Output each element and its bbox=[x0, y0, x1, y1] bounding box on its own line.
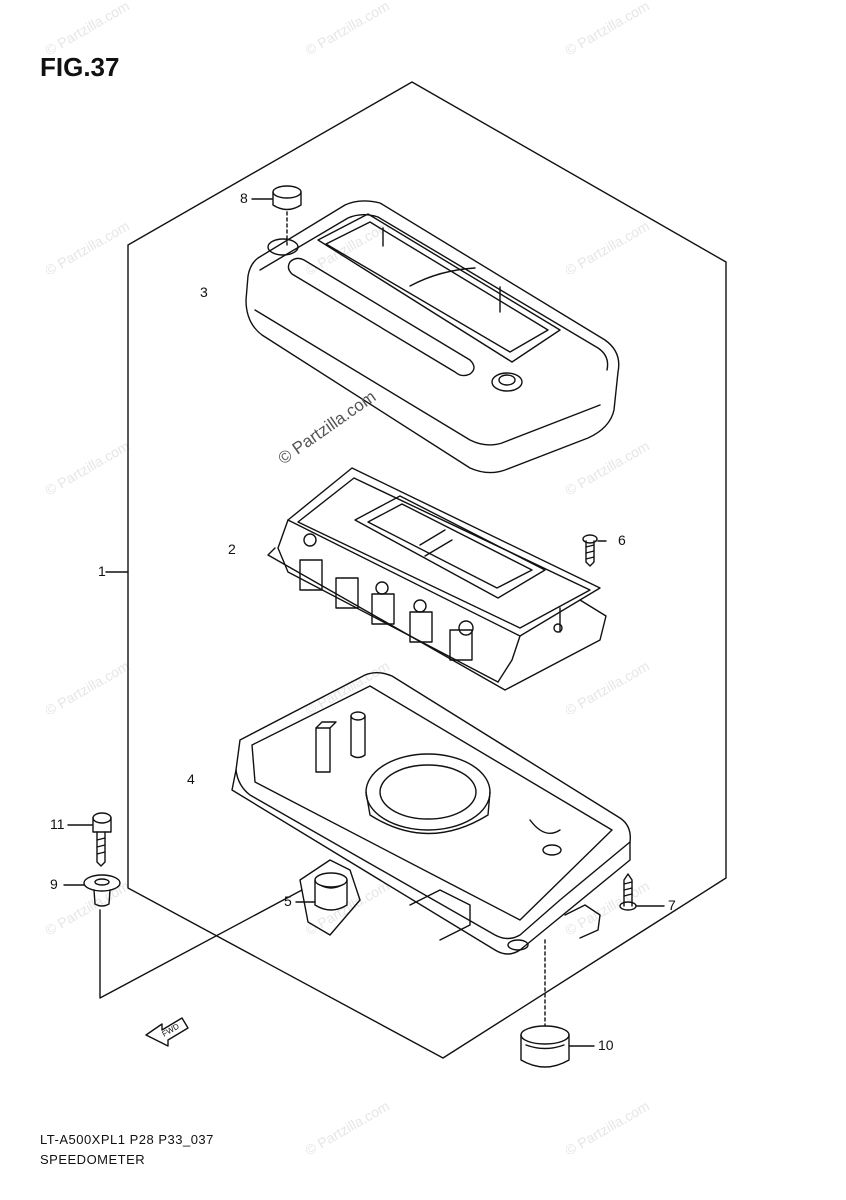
callout-2: 2 bbox=[228, 541, 236, 557]
fwd-arrow-icon: FWD bbox=[145, 1017, 189, 1047]
diagram-name: SPEEDOMETER bbox=[40, 1152, 146, 1167]
callout-1: 1 bbox=[98, 563, 106, 579]
meter-case-part bbox=[231, 672, 631, 955]
callout-4: 4 bbox=[187, 771, 195, 787]
rubber-damper-part bbox=[520, 939, 570, 1068]
mount-bracket-line bbox=[99, 889, 303, 999]
callout-5: 5 bbox=[284, 893, 292, 909]
callout-3: 3 bbox=[200, 284, 208, 300]
diagram-code: LT-A500XPL1 P28 P33_037 bbox=[40, 1132, 214, 1147]
meter-unit-part bbox=[267, 467, 607, 691]
grommet-part bbox=[272, 185, 302, 249]
screw-part bbox=[619, 873, 637, 911]
callout-11: 11 bbox=[50, 816, 65, 832]
callout-7: 7 bbox=[668, 897, 676, 913]
assembly-outline bbox=[127, 81, 727, 1059]
screw-part bbox=[582, 534, 598, 567]
figure-title: FIG.37 bbox=[40, 52, 120, 82]
callout-6: 6 bbox=[618, 532, 626, 548]
callout-9: 9 bbox=[50, 876, 58, 892]
collar-part bbox=[83, 874, 121, 907]
rubber-mount-part bbox=[314, 872, 348, 911]
callout-10: 10 bbox=[598, 1037, 614, 1053]
bolt-part bbox=[92, 812, 112, 867]
meter-cover-part bbox=[245, 200, 620, 474]
callout-8: 8 bbox=[240, 190, 248, 206]
